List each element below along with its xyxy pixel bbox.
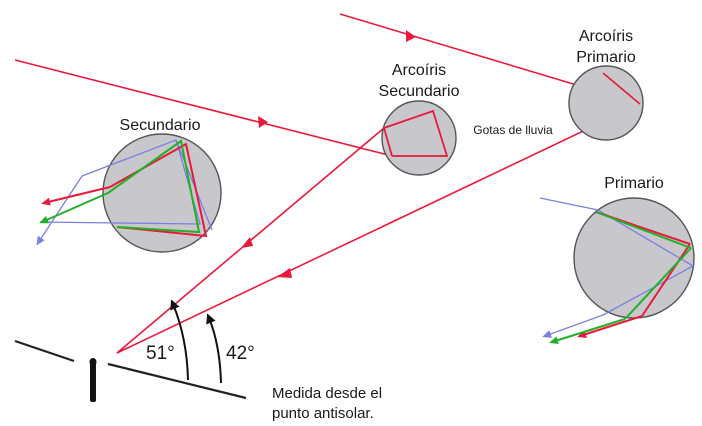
label-primary-rainbow-2: Primario [576,49,636,66]
secondary-ray-arrow [241,237,253,248]
sun-ray-secondary [14,59,393,157]
label-secondary-detail: Secundario [120,117,201,134]
label-angle-42: 42° [226,343,255,364]
sun-ray-secondary-arrow [258,116,268,128]
sun-ray-primary-arrow [406,30,416,42]
label-raindrops: Gotas de lluvia [473,123,553,137]
horizon-line-left [14,339,75,363]
angle-arc-42 [206,313,222,384]
label-secondary-rainbow-2: Secundario [379,83,460,100]
label-note-1: Medida desde el [272,385,382,402]
secondary-raindrop-detail [36,133,222,253]
primary-ray-arrow [277,268,292,278]
primary-raindrop-detail [539,197,695,345]
label-primary-rainbow-1: Arcoíris [579,28,633,45]
secondary-raindrop-small [381,100,457,176]
angle-arc-51 [170,299,189,381]
label-primary-detail: Primario [604,175,664,192]
label-note-2: punto antisolar. [272,405,374,422]
horizon-line-right [107,362,247,400]
primary-raindrop-small [568,65,644,141]
label-secondary-rainbow-1: Arcoíris [392,62,446,79]
primary-ray-to-eye [116,103,641,354]
label-angle-51: 51° [146,343,175,364]
observer-figure [89,358,97,402]
